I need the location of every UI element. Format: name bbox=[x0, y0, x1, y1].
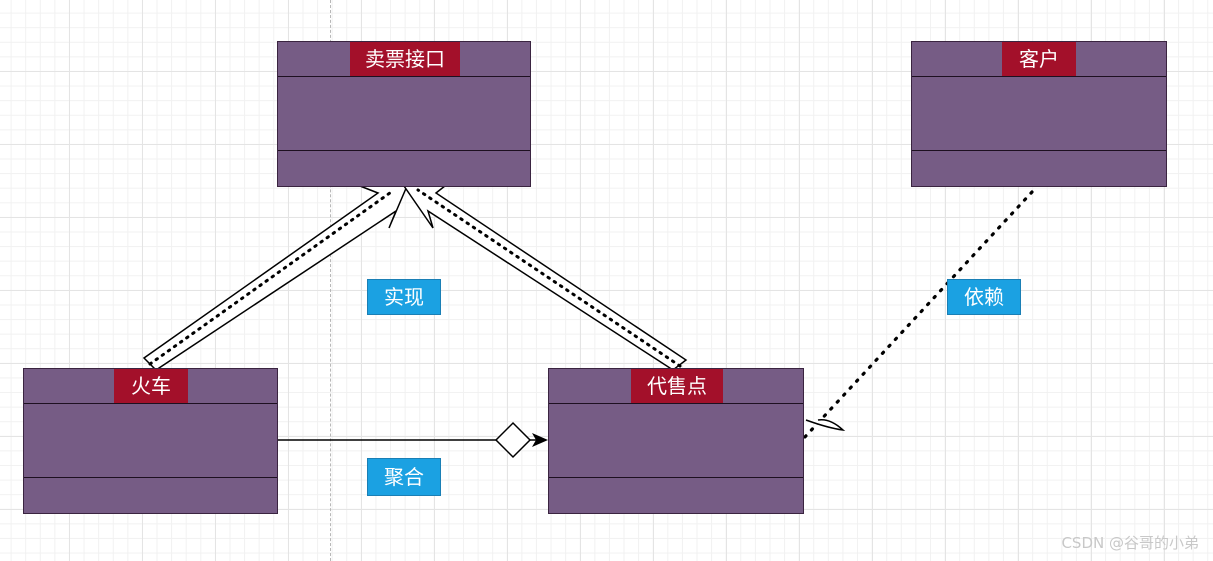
label-dependency: 依赖 bbox=[947, 279, 1021, 315]
class-agency[interactable]: 代售点 bbox=[548, 368, 804, 514]
class-name-agency: 代售点 bbox=[631, 369, 723, 403]
class-customer[interactable]: 客户 bbox=[911, 41, 1167, 187]
class-divider bbox=[278, 76, 530, 77]
class-ticket-interface[interactable]: 卖票接口 bbox=[277, 41, 531, 187]
class-divider bbox=[278, 150, 530, 151]
class-divider bbox=[549, 477, 803, 478]
class-name-train: 火车 bbox=[114, 369, 188, 403]
class-divider bbox=[24, 477, 277, 478]
dependency-arrow[interactable] bbox=[802, 190, 1034, 440]
aggregation-arrow[interactable] bbox=[277, 421, 548, 459]
class-divider bbox=[912, 76, 1166, 77]
realization-arrow-agency[interactable] bbox=[402, 181, 688, 371]
label-aggregation: 聚合 bbox=[367, 458, 441, 496]
class-train[interactable]: 火车 bbox=[23, 368, 278, 514]
class-divider bbox=[549, 403, 803, 404]
class-divider bbox=[24, 403, 277, 404]
label-realization: 实现 bbox=[367, 279, 441, 315]
watermark: CSDN @谷哥的小弟 bbox=[1061, 534, 1199, 552]
vertical-guide-line bbox=[330, 0, 331, 561]
class-name-ticket-interface: 卖票接口 bbox=[350, 42, 460, 76]
class-divider bbox=[912, 150, 1166, 151]
class-name-customer: 客户 bbox=[1002, 42, 1076, 76]
realization-arrow-train[interactable] bbox=[142, 185, 409, 371]
